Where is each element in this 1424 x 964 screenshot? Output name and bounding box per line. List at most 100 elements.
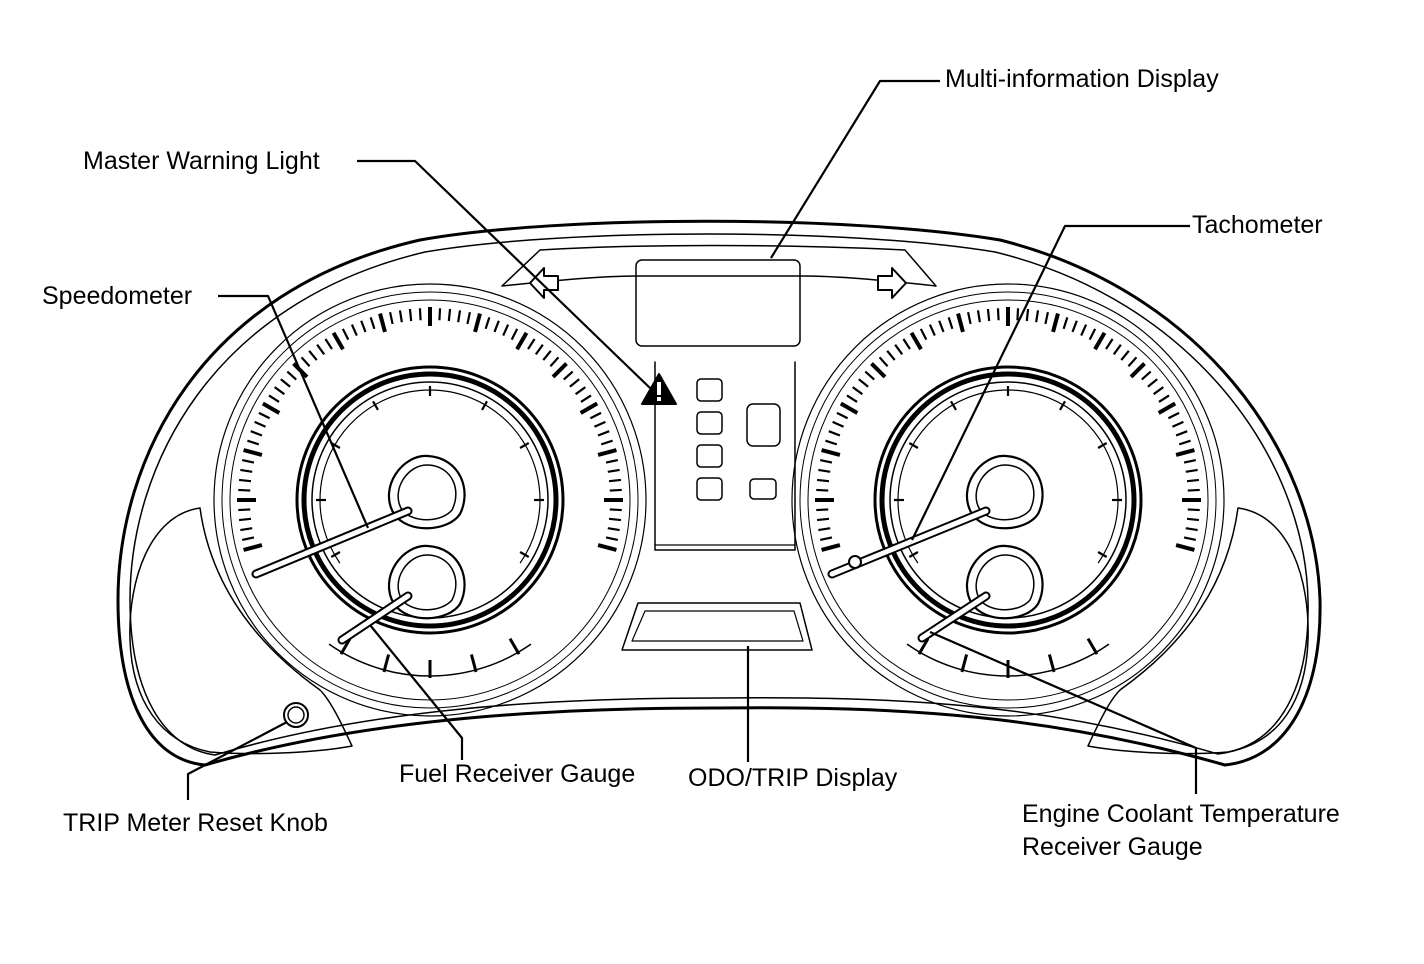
tachometer-minor-tick [894,344,904,356]
tachometer-minor-tick [832,420,845,428]
tachometer-inner-tick [1097,442,1108,449]
tachometer-major-tick [870,362,887,379]
tachometer-lower-tick [1086,637,1099,655]
speedometer-minor-tick [238,478,252,483]
speedometer-minor-tick [438,308,442,321]
speedometer-minor-tick [241,459,255,464]
tachometer-minor-tick [1178,439,1191,446]
tachometer-minor-tick [828,430,841,437]
speedometer-minor-tick [597,430,610,437]
speedometer-minor-tick [608,517,622,522]
tachometer-minor-tick [967,311,972,325]
tachometer-minor-tick [1152,386,1164,396]
speedometer-minor-tick [341,328,350,341]
speedometer-minor-tick [563,370,574,381]
indicator-lamp-6 [749,478,777,500]
label-multi-information-display: Multi-information Display [945,65,1219,93]
tachometer-minor-tick [816,508,829,512]
tachometer-minor-tick [1025,308,1030,322]
speedometer-minor-tick [457,310,462,323]
speedometer-major-tick [261,401,281,415]
speedometer-minor-tick [527,338,536,350]
tachometer-minor-tick [864,370,875,381]
tachometer-minor-tick [1147,378,1158,388]
speedometer-lower-tick [508,637,521,655]
speedometer-minor-tick [254,420,267,428]
speedometer-minor-tick [510,328,519,341]
speedometer-major-tick [597,543,617,552]
speedometer-minor-tick [484,317,491,330]
tachometer-minor-tick [1141,370,1152,381]
indicator-lamp-1 [696,378,723,402]
speedometer-major-tick [579,401,599,415]
right-arrow-icon [877,267,907,299]
tachometer-minor-tick [1105,338,1114,350]
label-trip-meter-reset-knob: TRIP Meter Reset Knob [63,809,328,837]
indicator-lamp-4 [696,477,723,501]
speedometer-minor-tick [389,311,394,325]
gauge-layer [213,283,1225,717]
speedometer-lower-tick [469,654,478,673]
tachometer-major-tick [1093,331,1107,351]
tachometer-major-tick [1051,313,1060,333]
speedometer-minor-tick [418,308,422,321]
tachometer-minor-tick [1120,350,1130,361]
tachometer-major-tick [1175,448,1195,457]
speedometer-major-tick [473,313,482,333]
tachometer-minor-tick [852,386,864,396]
tachometer-minor-tick [1186,478,1200,483]
speedometer-minor-tick [607,527,620,532]
tachometer-major-tick [956,313,965,333]
tachometer-minor-tick [1175,430,1188,437]
tachometer-minor-tick [1185,527,1198,532]
tachometer-minor-tick [1127,356,1138,367]
speedometer-face-ring [295,365,565,635]
tachometer-minor-tick [1185,468,1198,473]
tachometer-minor-tick [886,350,896,361]
speedometer-minor-tick [250,430,263,437]
tachometer-lower-tick [1047,654,1056,673]
tachometer-inner-tick [1097,551,1108,558]
speedometer-minor-tick [240,527,253,532]
speedometer-minor-tick [300,356,311,367]
tachometer-major-tick [821,543,841,552]
leader-trip-knob [186,721,288,800]
tachometer-minor-tick [928,324,936,337]
leader-fuel [369,624,464,760]
tachometer-face-ring [873,365,1143,635]
speedometer-minor-tick [605,459,619,464]
tachometer-minor-tick [1167,411,1180,420]
speedometer-minor-tick [549,356,560,367]
speedometer-major-tick [331,331,345,351]
tachometer-minor-tick [818,468,831,473]
label-engine-coolant-line2: Receiver Gauge [1022,832,1203,861]
speedometer-minor-tick [534,344,544,356]
tachometer-inner-tick [908,442,919,449]
speedometer-minor-tick [308,350,318,361]
speedometer-major-tick [551,362,568,379]
coolant-gauge-hub [965,544,1044,620]
tachometer-minor-tick [1183,459,1197,464]
label-odo-trip-display: ODO/TRIP Display [688,764,898,792]
speedometer-minor-tick [238,488,251,492]
speedometer-minor-tick [609,488,622,492]
speedometer-major-tick [378,313,387,333]
tachometer-inner-tick [950,400,957,411]
speedometer-minor-tick [593,420,606,428]
speedometer-minor-tick [502,324,510,337]
tachometer-minor-tick [996,308,1000,321]
tachometer-minor-tick [858,378,869,388]
speedometer-inner-tick [372,400,379,411]
label-speedometer: Speedometer [42,282,193,310]
speedometer-minor-tick [466,311,471,325]
tachometer-minor-tick [976,310,981,323]
multi-information-display [635,259,801,347]
label-engine-coolant-gauge: Engine Coolant Temperature Receiver Gaug… [1022,798,1402,863]
tachometer-minor-tick [846,394,858,403]
speedometer-minor-tick [408,308,413,322]
speedometer-lower-tick [382,654,391,673]
speedometer-major-tick [243,543,263,552]
left-arrow-icon [529,267,559,299]
